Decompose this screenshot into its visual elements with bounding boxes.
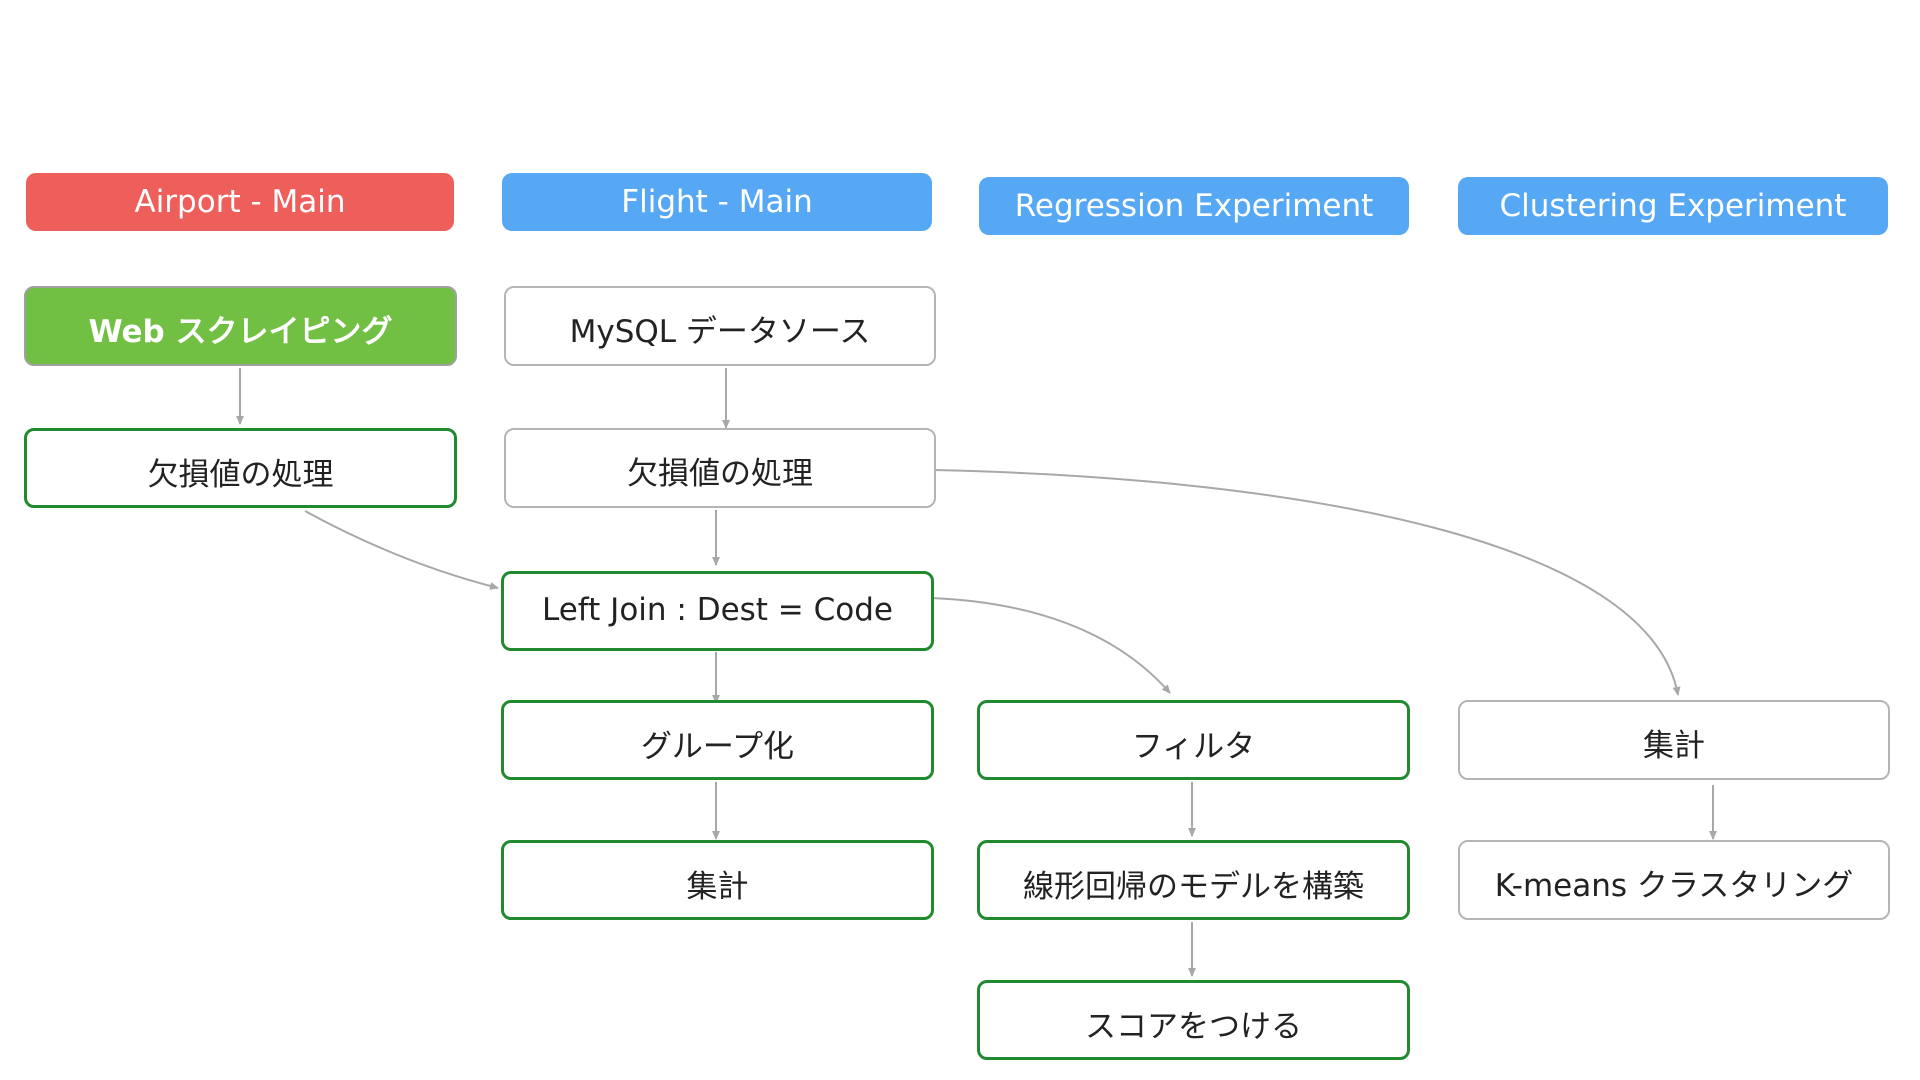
arrow-airport-missing-to-left-join — [304, 510, 499, 590]
node-cluster-aggregate[interactable]: 集計 — [1458, 700, 1890, 780]
node-group-by[interactable]: グループ化 — [501, 700, 934, 780]
node-airport-missing-values[interactable]: 欠損値の処理 — [24, 428, 457, 508]
node-filter[interactable]: フィルタ — [977, 700, 1410, 780]
node-kmeans-clustering[interactable]: K-means クラスタリング — [1458, 840, 1890, 920]
header-flight-main: Flight - Main — [502, 173, 932, 231]
node-web-scraping[interactable]: Web スクレイピング — [24, 286, 457, 366]
arrow-left-join-to-filter — [930, 597, 1171, 694]
node-build-linear-regression-model[interactable]: 線形回帰のモデルを構築 — [977, 840, 1410, 920]
header-regression-experiment: Regression Experiment — [979, 177, 1409, 235]
arrow-missing-values-to-cluster-aggregate — [933, 469, 1681, 696]
node-mysql-data-source[interactable]: MySQL データソース — [504, 286, 936, 366]
node-left-join[interactable]: Left Join : Dest = Code — [501, 571, 934, 651]
node-score[interactable]: スコアをつける — [977, 980, 1410, 1060]
node-flight-missing-values[interactable]: 欠損値の処理 — [504, 428, 936, 508]
node-flight-aggregate[interactable]: 集計 — [501, 840, 934, 920]
header-clustering-experiment: Clustering Experiment — [1458, 177, 1888, 235]
header-airport-main: Airport - Main — [26, 173, 454, 231]
